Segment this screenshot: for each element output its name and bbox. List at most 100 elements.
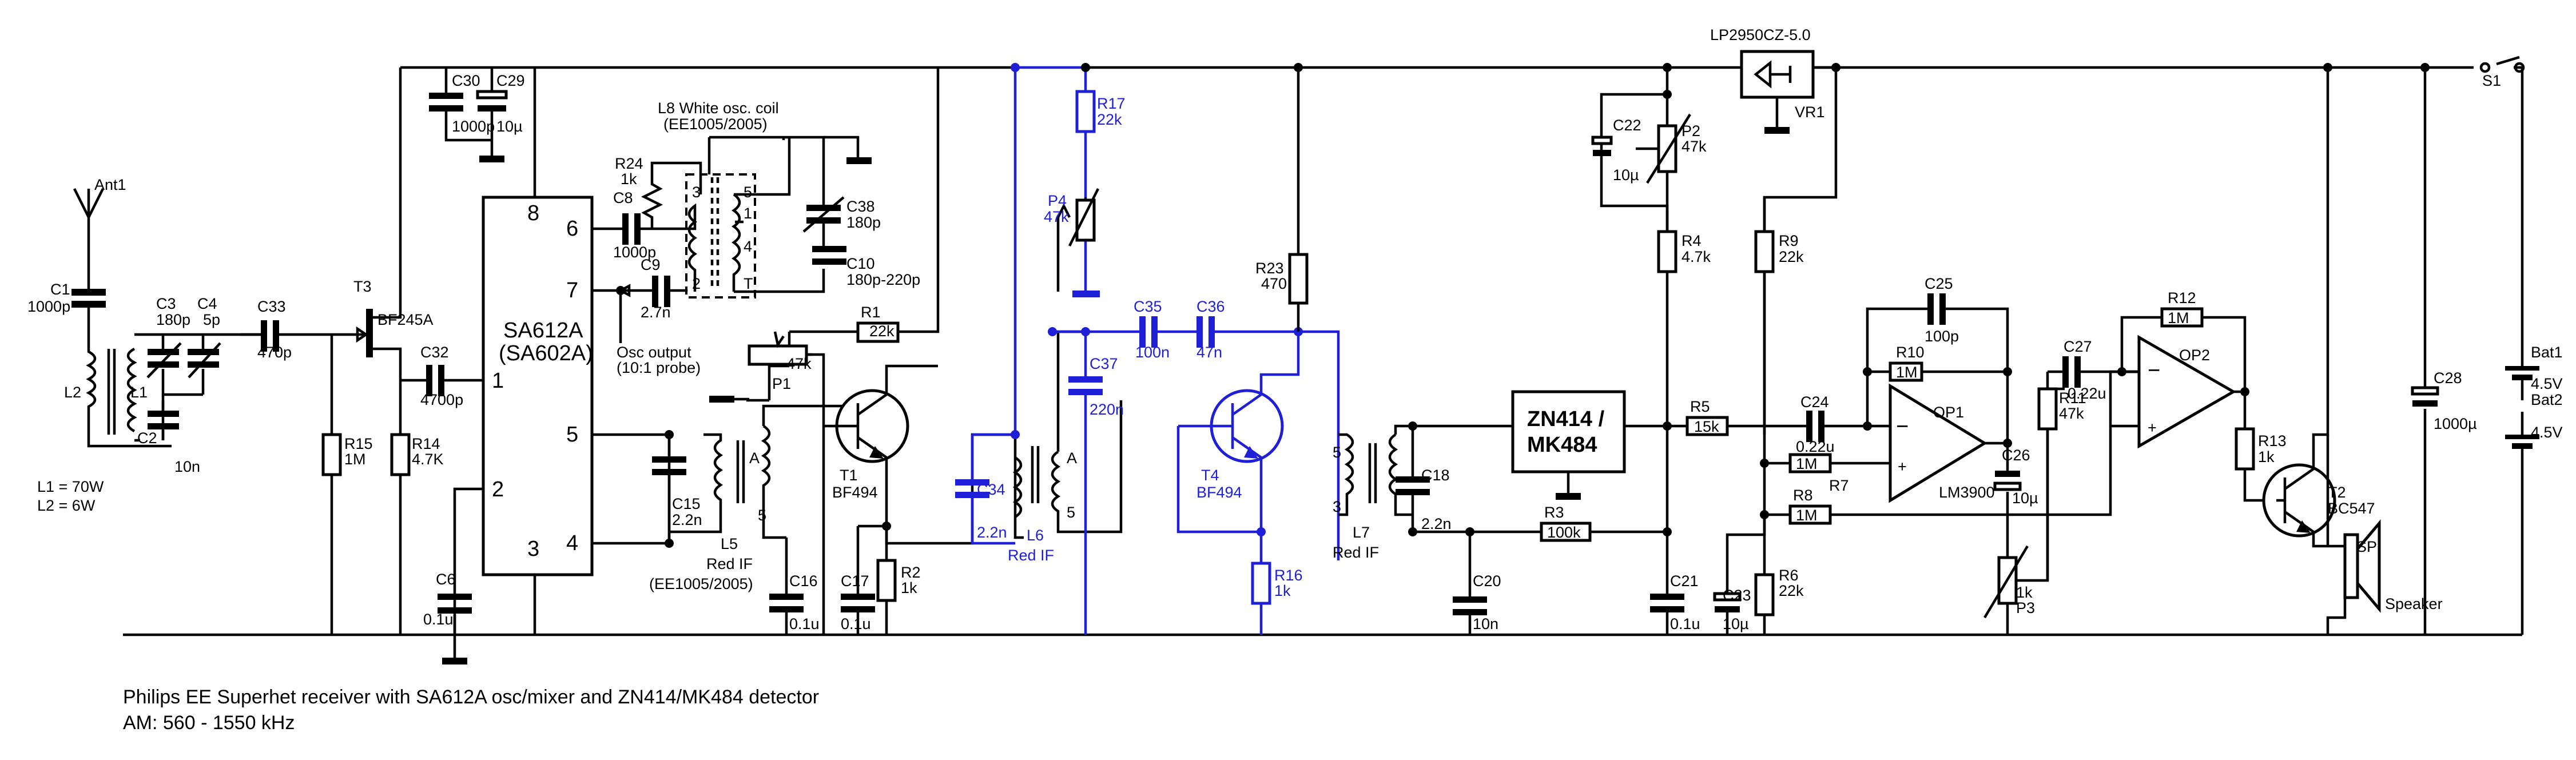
l2-note: L2 = 6W [37,497,96,514]
r15-label: R15 [344,435,373,452]
capacitor-c32 [400,365,483,396]
t1-value: BF494 [832,484,878,501]
capacitor-c18 [1396,424,1513,534]
junction [1257,527,1266,536]
junction [1408,421,1417,431]
l7-label: L7 [1353,524,1370,541]
speaker [2326,435,2381,635]
c2-label: C2 [137,429,157,447]
c28-label: C28 [2434,369,2462,387]
resistor-r13 [2235,427,2276,502]
r8-value: 1M [1796,507,1818,524]
capacitor-c16 [769,538,804,635]
ic1-pin6: 6 [566,217,578,241]
resistor-r3 [1470,522,1667,542]
c16-label: C16 [789,572,818,590]
t2-value: BC547 [2328,500,2375,517]
c15-label: C15 [672,495,701,512]
l1-note: L1 = 70W [37,478,104,495]
l5-part: (EE1005/2005) [649,575,753,592]
c26-label: C26 [2002,447,2030,464]
resistor-r7 [1788,453,1867,473]
c17-value: 0.1u [841,615,871,632]
r23-value: 470 [1261,275,1287,292]
c1-value: 1000p [27,298,70,315]
junction [1863,367,1872,376]
junction [1011,63,1020,72]
c23-value: 10µ [1723,615,1749,632]
r14-value: 4.7K [412,451,444,468]
t4-label: T4 [1201,467,1219,484]
r13-value: 1k [2258,448,2275,465]
capacitor-c33 [240,320,357,352]
c24-label: C24 [1800,393,1829,411]
l6-pin5: 5 [1067,504,1075,521]
c8-label: C8 [613,189,633,206]
c17-label: C17 [841,572,869,590]
c36-label: C36 [1196,298,1225,315]
switch-contact [2479,62,2491,73]
p3-label: P3 [2016,599,2035,616]
c3-value: 180p [156,311,190,328]
resistor-r14 [390,366,411,635]
junction [1294,63,1303,72]
c37-label: C37 [1090,355,1118,372]
capacitor-c24 [1796,411,1867,442]
c32-label: C32 [420,344,449,361]
junction [2240,387,2249,396]
capacitor-c9 [618,276,688,343]
wire-blue-left [971,67,1017,545]
junction [2420,63,2430,72]
c29-value: 10µ [496,118,523,135]
coil-l8 [685,136,825,299]
c9-label: C9 [641,256,661,273]
c1-label: C1 [50,281,70,298]
c36-value: 47n [1196,344,1222,361]
c2-value: 10n [174,458,200,475]
caption-title: Philips EE Superhet receiver with SA612A… [123,686,819,708]
supply-rail [400,55,2522,69]
coil-l2 [86,340,172,448]
l7-type: Red IF [1333,544,1379,561]
resistor-r15 [321,335,342,635]
p1-value: 47k [786,355,812,372]
input-tank [134,333,263,442]
junction [1831,63,1840,72]
junction [665,430,674,439]
r11-label: R11 [2059,389,2086,407]
op1-plus: + [1898,458,1907,475]
capacitor-c38 [802,154,846,265]
c38-label: C38 [846,198,875,215]
c20-value: 10n [1473,615,1498,632]
c34-value: 2.2n [977,524,1007,541]
capacitor-c35 [1139,316,1158,348]
ic1-pin5: 5 [566,423,578,447]
capacitor-c17 [841,524,888,635]
transistor-t2 [2262,67,2345,548]
l2-label: L2 [64,384,81,401]
resistor-r17 [1075,90,1096,133]
r14-label: R14 [412,435,440,452]
r15-value: 1M [344,451,366,468]
c25-value: 100p [1925,328,1959,345]
l6-type: Red IF [1008,547,1054,564]
c30-label: C30 [452,72,480,89]
capacitor-c37 [1068,376,1103,395]
c37-value: 220n [1090,401,1124,418]
c38-value: 180p [846,214,881,231]
bat2-label: Bat2 [2531,391,2563,408]
c35-value: 100n [1135,344,1170,361]
capacitor-c6 [438,594,472,664]
c27-label: C27 [2064,338,2092,355]
r4-value: 4.7k [1681,248,1711,265]
c20-label: C20 [1473,572,1501,590]
p2-label: P2 [1681,122,1700,140]
c10-value: 180p-220p [846,271,920,288]
r23-label: R23 [1255,260,1284,277]
junction [1011,430,1020,439]
ground-symbol [846,157,872,164]
r2-value: 1k [901,579,917,596]
junction [1663,63,1672,72]
ground-wire [824,136,860,160]
